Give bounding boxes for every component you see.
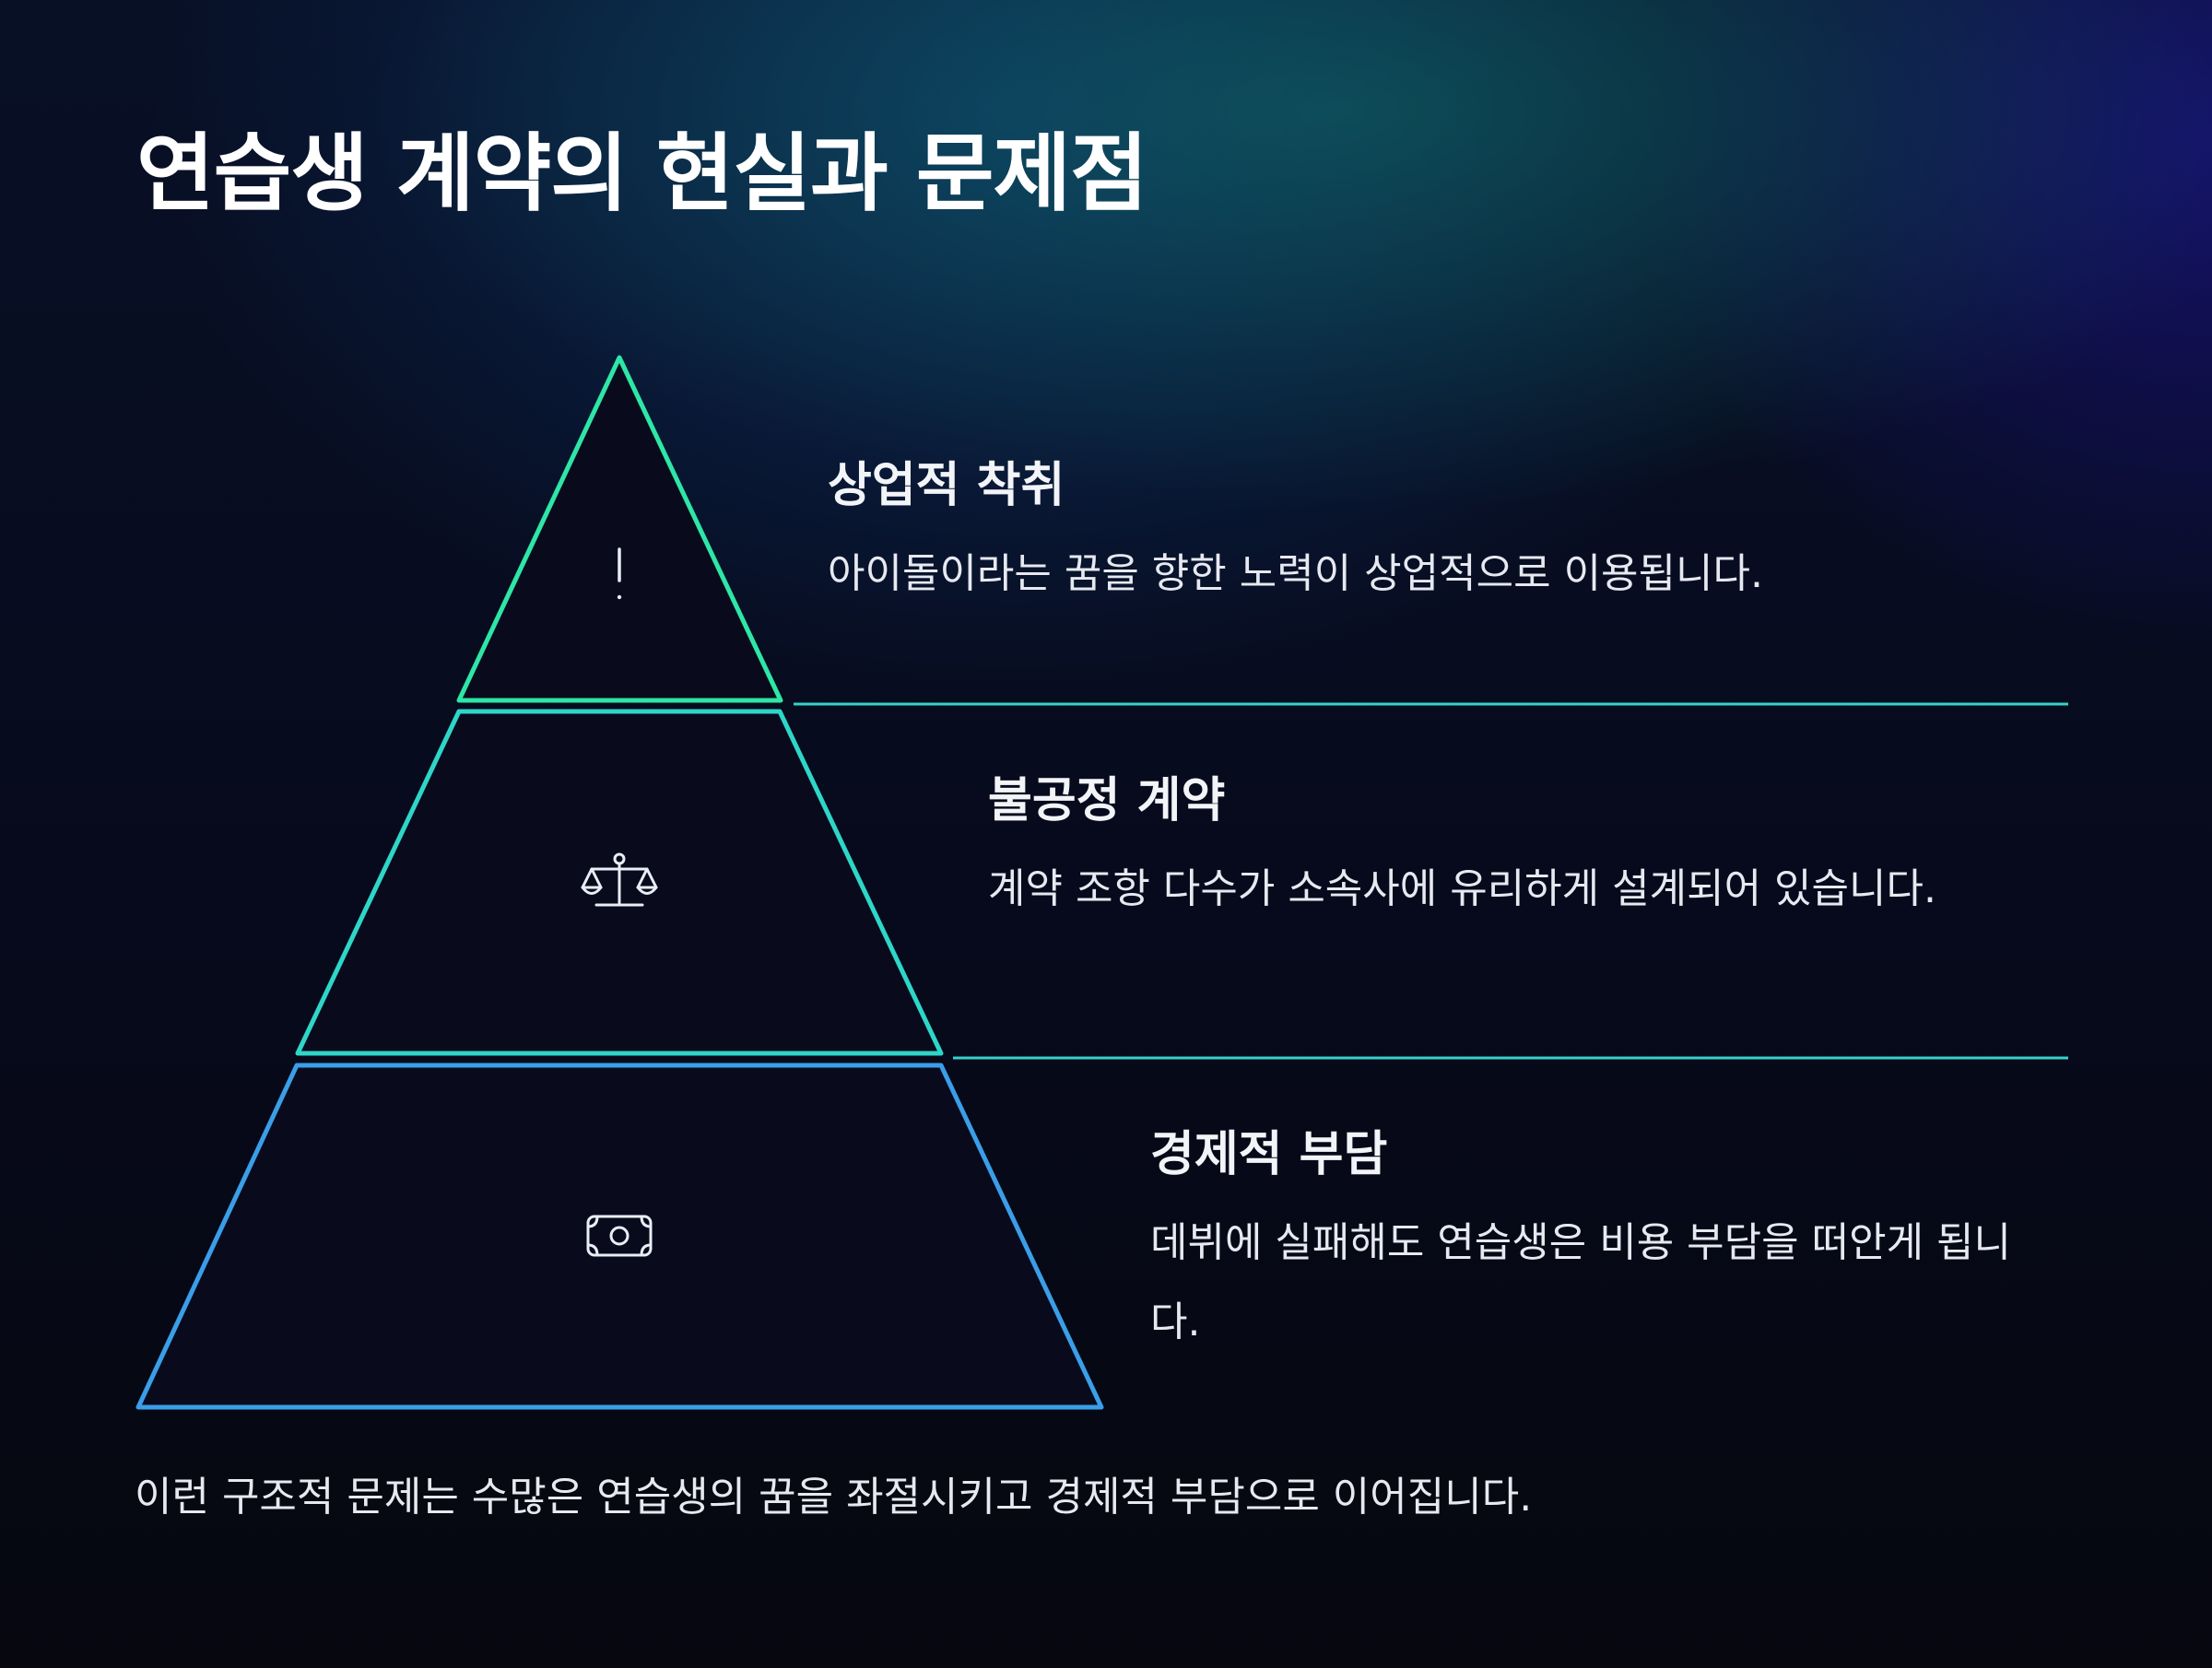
level-2-description: 계약 조항 다수가 소속사에 유리하게 설계되어 있습니다.	[988, 865, 1936, 912]
exclamation-icon	[617, 547, 622, 600]
footer-text: 이런 구조적 문제는 수많은 연습생의 꿈을 좌절시키고 경제적 부담으로 이어…	[135, 1474, 1533, 1521]
money-icon	[586, 1215, 653, 1257]
scale-icon	[581, 852, 658, 907]
level-3-title: 경제적 부담	[1150, 1127, 1388, 1182]
level-2-title: 불공정 계약	[988, 773, 1226, 828]
level-1-title: 상업적 착취	[828, 458, 1065, 513]
level-1-description: 아이돌이라는 꿈을 향한 노력이 상업적으로 이용됩니다.	[828, 550, 1763, 597]
page-title: 연습생 계약의 현실과 문제점	[136, 124, 1148, 223]
pyramid-level-3	[135, 1063, 1104, 1410]
level-3-description: 데뷔에 실패해도 연습생은 비용 부담을 떠안게 됩니다.	[1150, 1219, 2011, 1345]
pyramid-level-1	[456, 355, 783, 703]
